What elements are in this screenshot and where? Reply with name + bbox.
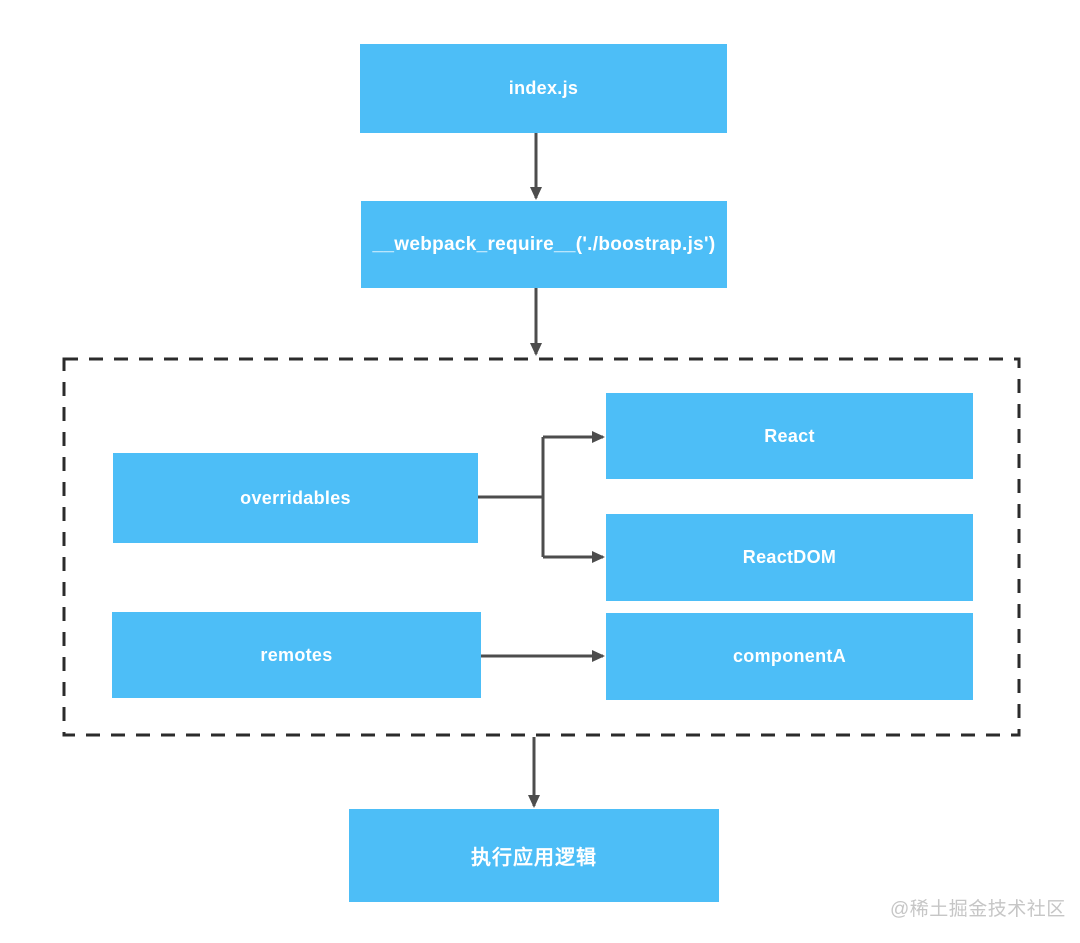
node-componenta: componentA [606, 613, 973, 700]
node-react: React [606, 393, 973, 479]
node-componenta-label: componentA [733, 646, 846, 666]
node-reactdom: ReactDOM [606, 514, 973, 601]
node-remotes-label: remotes [260, 644, 333, 665]
node-index-js: index.js [360, 44, 727, 133]
node-execute-logic-label: 执行应用逻辑 [471, 847, 597, 869]
node-react-label: React [764, 425, 815, 446]
node-webpack-require: __webpack_require__('./boostrap.js') [361, 201, 727, 288]
node-overridables: overridables [113, 453, 478, 543]
node-reactdom-label: ReactDOM [742, 547, 837, 567]
watermark: @稀土掘金技术社区 [890, 899, 1066, 920]
node-execute-logic: 执行应用逻辑 [349, 809, 719, 902]
node-index-js-label: index.js [508, 78, 579, 98]
node-webpack-require-label: __webpack_require__('./boostrap.js') [372, 233, 716, 255]
node-overridables-label: overridables [240, 487, 351, 508]
node-remotes: remotes [112, 612, 481, 698]
